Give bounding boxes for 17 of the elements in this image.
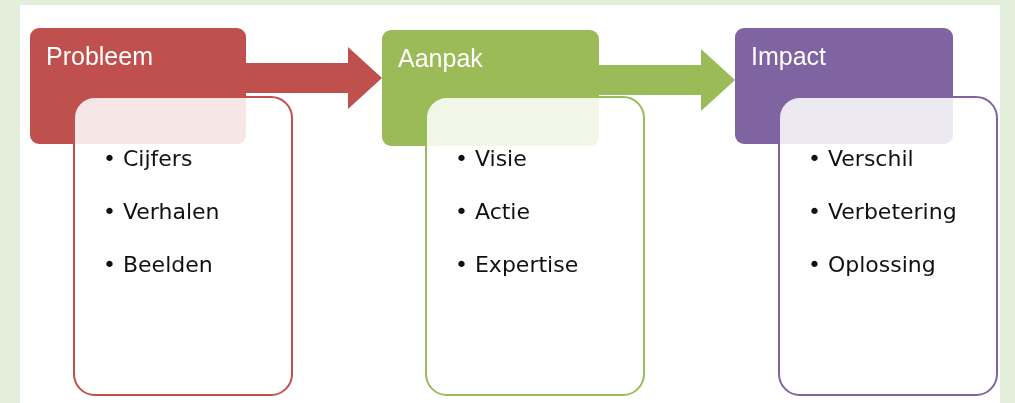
bullet-card <box>778 96 998 396</box>
block-arrow <box>599 49 735 111</box>
heading-text: Aanpak <box>398 44 483 73</box>
bullet-item: • Actie <box>455 199 531 224</box>
bullet-item: • Verbetering <box>808 199 958 224</box>
bullet-item: • Beelden <box>103 252 214 277</box>
bullet-item: • Oplossing <box>808 252 937 277</box>
bullet-item: • Verschil <box>808 146 915 171</box>
bullet-item: • Expertise <box>455 252 580 277</box>
block-arrow <box>246 47 382 109</box>
bullet-item: • Verhalen <box>103 199 221 224</box>
bullet-item: • Cijfers <box>103 146 194 171</box>
heading-text: Impact <box>751 42 827 71</box>
heading-text: Probleem <box>46 42 153 71</box>
bullet-card <box>425 96 645 396</box>
bullet-item: • Visie <box>455 146 528 171</box>
bullet-card <box>73 96 293 396</box>
